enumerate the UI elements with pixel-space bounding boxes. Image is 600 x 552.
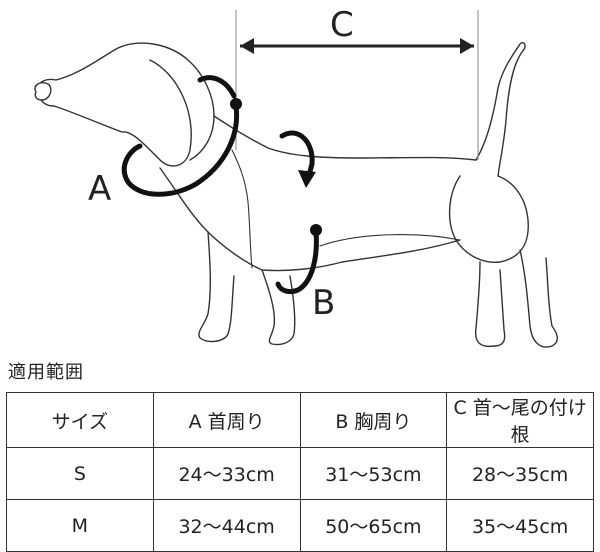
measurement-b-marker: B — [275, 130, 335, 323]
chest-cell: 50〜65cm — [299, 499, 448, 552]
header-neck: A 首周り — [152, 392, 301, 448]
neck-cell: 32〜44cm — [152, 499, 301, 552]
header-length: C 首〜尾の付け根 — [446, 392, 594, 448]
label-b: B — [312, 283, 335, 323]
measurement-a-marker: A — [88, 75, 242, 209]
length-cell: 28〜35cm — [446, 447, 594, 500]
table-row: S 24〜33cm 31〜53cm 28〜35cm — [6, 447, 594, 500]
table-header-row: サイズ A 首周り B 胸周り C 首〜尾の付け根 — [6, 392, 594, 448]
measurement-c-marker: C — [235, 5, 479, 160]
header-chest: B 胸周り — [299, 392, 448, 448]
length-cell: 35〜45cm — [446, 499, 594, 552]
neck-cell: 24〜33cm — [152, 447, 301, 500]
chest-cell: 31〜53cm — [299, 447, 448, 500]
size-cell: S — [6, 447, 154, 500]
header-size: サイズ — [6, 392, 154, 448]
dog-illustration — [34, 42, 558, 348]
range-title: 適用範囲 — [8, 362, 84, 383]
label-c: C — [330, 5, 354, 45]
table-row: M 32〜44cm 50〜65cm 35〜45cm — [6, 499, 594, 552]
label-a: A — [88, 169, 111, 209]
dog-measurement-diagram: C A B — [34, 5, 558, 348]
size-table: サイズ A 首周り B 胸周り C 首〜尾の付け根 S 24〜33cm 31〜5… — [6, 392, 594, 552]
size-cell: M — [6, 499, 154, 552]
